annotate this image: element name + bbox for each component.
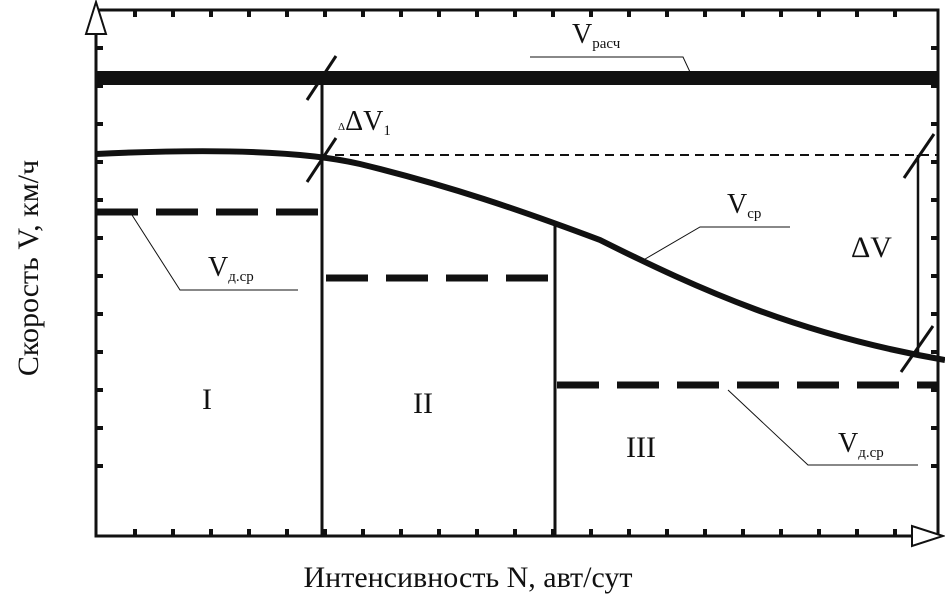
y-tick <box>96 350 103 354</box>
delta-v1-label: ΔΔV1 <box>338 106 391 139</box>
right-frame-ticks <box>931 46 938 468</box>
y-tick <box>96 426 103 430</box>
x-tick <box>133 529 137 536</box>
leader-v-allowed-1 <box>131 214 298 291</box>
zone-label-2: II <box>413 387 433 420</box>
y-axis-arrow <box>84 0 108 35</box>
x-tick <box>779 529 783 536</box>
y-tick <box>96 236 103 240</box>
right-tick <box>931 236 938 240</box>
y-tick <box>96 464 103 468</box>
top-frame-ticks <box>133 10 897 17</box>
x-tick <box>399 529 403 536</box>
y-tick <box>96 312 103 316</box>
x-tick <box>513 529 517 536</box>
x-axis-arrow <box>911 524 945 548</box>
top-tick <box>513 10 517 17</box>
x-tick <box>665 529 669 536</box>
x-tick <box>893 529 897 536</box>
top-tick <box>665 10 669 17</box>
x-tick <box>361 529 365 536</box>
x-tick <box>247 529 251 536</box>
right-tick <box>931 46 938 50</box>
x-axis-ticks <box>133 529 897 536</box>
x-tick <box>437 529 441 536</box>
top-tick <box>703 10 707 17</box>
right-tick <box>931 274 938 278</box>
right-tick <box>931 160 938 164</box>
x-tick <box>171 529 175 536</box>
slash-mark-right-top <box>902 133 936 179</box>
top-tick <box>779 10 783 17</box>
y-tick <box>96 46 103 50</box>
x-tick <box>855 529 859 536</box>
top-tick <box>209 10 213 17</box>
slash-mark-top <box>305 55 338 101</box>
top-tick <box>475 10 479 17</box>
v-design-line <box>96 71 938 85</box>
top-tick <box>361 10 365 17</box>
right-tick <box>931 426 938 430</box>
x-tick <box>285 529 289 536</box>
top-tick <box>855 10 859 17</box>
right-tick <box>931 198 938 202</box>
x-tick <box>589 529 593 536</box>
x-tick <box>627 529 631 536</box>
v-allowed-zone3-label: Vд.ср <box>838 428 884 461</box>
y-tick <box>96 84 103 88</box>
top-tick <box>589 10 593 17</box>
top-tick <box>437 10 441 17</box>
right-tick <box>931 350 938 354</box>
v-allowed-zone1-label: Vд.ср <box>208 252 254 285</box>
x-tick <box>209 529 213 536</box>
y-axis-title: Скорость V, км/ч <box>12 160 45 376</box>
y-tick <box>96 160 103 164</box>
x-tick <box>475 529 479 536</box>
top-tick <box>399 10 403 17</box>
right-tick <box>931 312 938 316</box>
y-tick <box>96 274 103 278</box>
x-axis-title: Интенсивность N, авт/сут <box>303 561 632 594</box>
y-tick <box>96 388 103 392</box>
y-axis-ticks <box>96 46 103 468</box>
leader-v-design <box>530 56 691 73</box>
x-tick <box>741 529 745 536</box>
y-tick <box>96 198 103 202</box>
top-tick <box>171 10 175 17</box>
slash-mark-right-bottom <box>899 325 935 373</box>
top-tick <box>893 10 897 17</box>
v-mean-label: Vср <box>727 189 761 222</box>
top-tick <box>627 10 631 17</box>
top-tick <box>741 10 745 17</box>
x-tick <box>323 529 327 536</box>
top-tick <box>551 10 555 17</box>
y-tick <box>96 122 103 126</box>
v-design-label: Vрасч <box>572 19 621 52</box>
right-tick <box>931 388 938 392</box>
x-tick <box>703 529 707 536</box>
x-tick <box>551 529 555 536</box>
top-tick <box>133 10 137 17</box>
top-tick <box>285 10 289 17</box>
leader-v-mean <box>639 226 790 263</box>
right-tick <box>931 464 938 468</box>
zone-label-1: I <box>202 383 212 416</box>
top-tick <box>817 10 821 17</box>
top-tick <box>323 10 327 17</box>
delta-v-label: ΔV <box>851 231 892 264</box>
zone-label-3: III <box>626 431 656 464</box>
top-tick <box>247 10 251 17</box>
right-tick <box>931 122 938 126</box>
x-tick <box>817 529 821 536</box>
v-mean-curve <box>95 148 945 363</box>
right-tick <box>931 84 938 88</box>
leader-v-allowed-3 <box>727 389 918 466</box>
